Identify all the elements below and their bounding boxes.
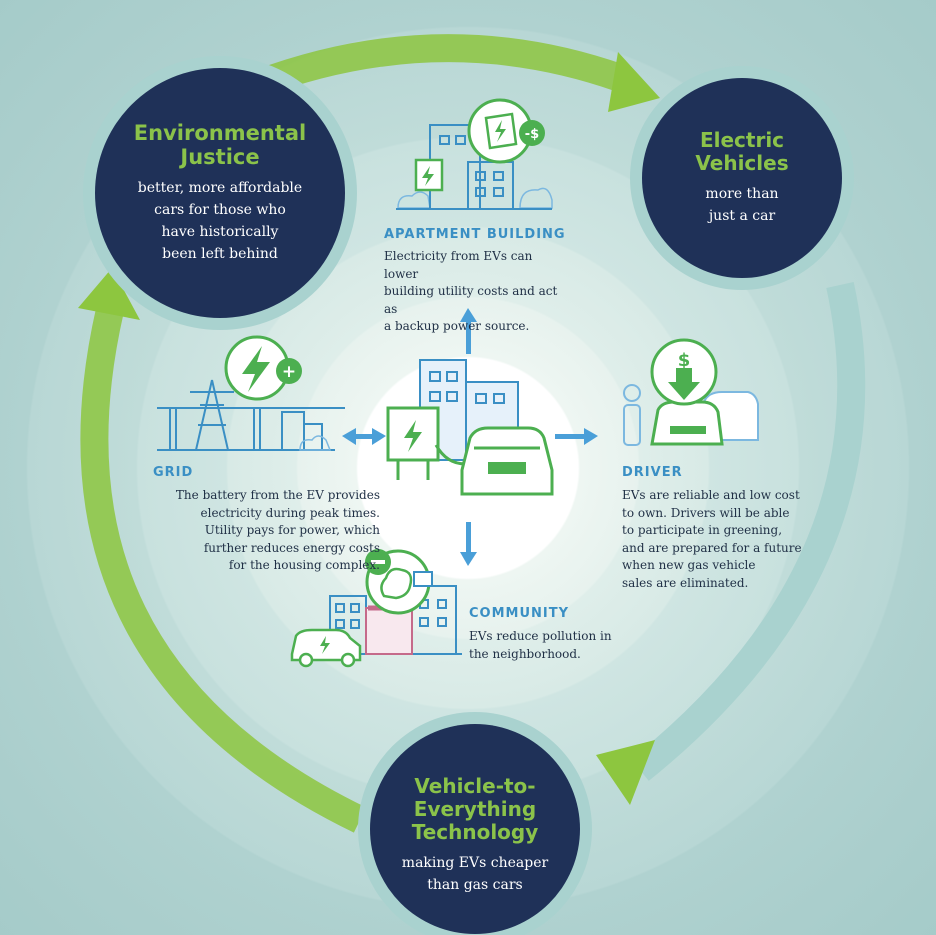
svg-text:-$: -$ (525, 127, 539, 142)
driver-heading: DRIVER (622, 465, 683, 480)
arrow-ej-to-ev (250, 34, 625, 99)
grid-description: The battery from the EV provides electri… (175, 488, 380, 572)
dollar-down-icon (668, 382, 700, 400)
grid-heading: GRID (153, 465, 194, 480)
electric-vehicles-desc: more than just a car (705, 186, 779, 224)
v2x-desc: making EVs cheaper than gas cars (401, 854, 549, 893)
apartment-description: Electricity from EVs can lower building … (384, 249, 558, 333)
arrow-down (466, 522, 471, 556)
environmental-justice-desc: better, more affordable cars for those w… (137, 180, 303, 263)
arrow-right (555, 434, 585, 439)
arrow-v2x-to-ej (80, 306, 367, 833)
electric-vehicles-title: Electric Vehicles (695, 128, 789, 175)
money-icon (484, 112, 518, 150)
person-icon (623, 384, 641, 446)
arrowhead-ev (608, 52, 660, 112)
community-description: EVs reduce pollution in the neighborhood… (469, 629, 612, 661)
v2x-circle: Vehicle-to- Everything Technology making… (370, 724, 580, 934)
arrow-left-right (352, 434, 376, 439)
smoke-icon (380, 567, 413, 600)
v2x-title: Vehicle-to- Everything Technology (411, 773, 539, 844)
svg-text:+: + (282, 362, 296, 382)
arrowhead-ej (78, 268, 140, 320)
charger-icon (386, 406, 440, 480)
ev-car-icon (460, 426, 554, 496)
lightning-icon (242, 346, 270, 392)
truck-icon (413, 571, 433, 587)
community-heading: COMMUNITY (469, 606, 570, 621)
arrow-ev-to-v2x (631, 282, 866, 781)
power-tower-icon (190, 379, 234, 451)
electric-vehicles-circle: Electric Vehicles more than just a car (642, 78, 842, 278)
plus-icon (276, 358, 302, 384)
environmental-justice-title: Environmental Justice (133, 120, 307, 169)
environmental-justice-circle: Environmental Justice better, more affor… (95, 68, 345, 318)
dollar-icon (519, 120, 545, 146)
driver-description: EVs are reliable and low cost to own. Dr… (622, 488, 802, 590)
apartment-heading: APARTMENT BUILDING (384, 227, 566, 242)
arrow-up (466, 320, 471, 354)
svg-text:$: $ (678, 350, 691, 371)
arrowhead-v2x (596, 740, 655, 805)
